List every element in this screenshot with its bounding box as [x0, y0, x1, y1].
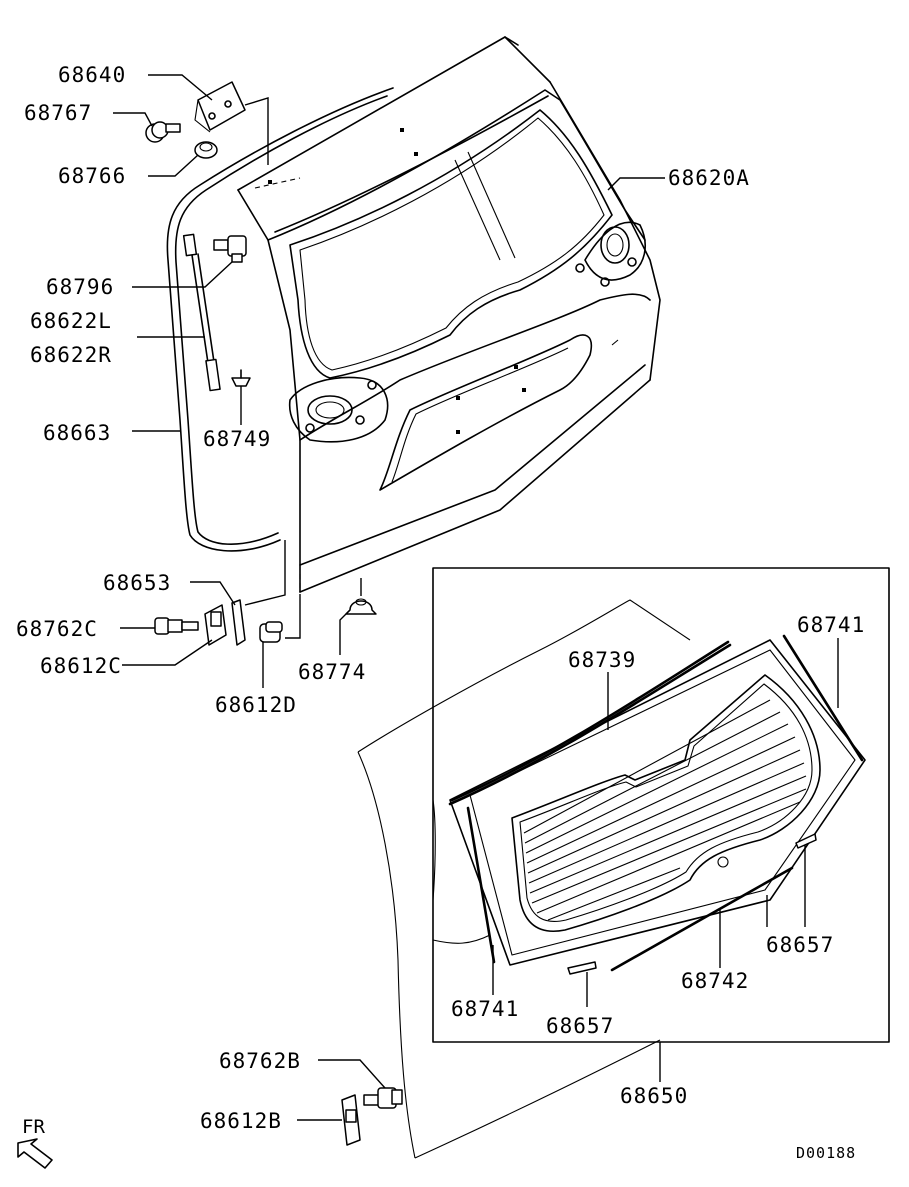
- gas-strut: [182, 233, 221, 392]
- label-68640: 68640: [58, 63, 126, 87]
- striker-68612C: [204, 599, 246, 646]
- clip-68749: [231, 369, 251, 387]
- glass-detail-box: [432, 567, 890, 1043]
- glass-detail: [357, 599, 866, 1159]
- label-68663: 68663: [43, 421, 111, 445]
- label-68766: 68766: [58, 164, 126, 188]
- label-68749: 68749: [203, 427, 271, 451]
- label-68774: 68774: [298, 660, 366, 684]
- label-68653: 68653: [103, 571, 171, 595]
- bumper-68774: [345, 598, 377, 615]
- label-68612D: 68612D: [215, 693, 297, 717]
- label-68620A: 68620A: [668, 166, 750, 190]
- fr-arrow-icon: [17, 1138, 53, 1169]
- label-68742: 68742: [681, 969, 749, 993]
- fr-direction-label: FR: [22, 1116, 45, 1138]
- label-68741-bottom: 68741: [451, 997, 519, 1021]
- diagram-code: D00188: [796, 1144, 856, 1162]
- label-68762C: 68762C: [16, 617, 98, 641]
- ball-stud-68796: [213, 235, 247, 263]
- leader-lines: [113, 74, 839, 1121]
- label-68657-bottom: 68657: [546, 1014, 614, 1038]
- bracket-68640: [194, 81, 246, 133]
- bolt-68767: [145, 121, 181, 143]
- label-68657-right: 68657: [766, 933, 834, 957]
- label-68762B: 68762B: [219, 1049, 301, 1073]
- label-68612C: 68612C: [40, 654, 122, 678]
- label-68739: 68739: [568, 648, 636, 672]
- label-68741-top: 68741: [797, 613, 865, 637]
- label-68612B: 68612B: [200, 1109, 282, 1133]
- bolt-68762C: [154, 617, 199, 635]
- label-68622R: 68622R: [30, 343, 112, 367]
- striker-68612B: [341, 1094, 361, 1146]
- tailgate-panel: [166, 36, 661, 593]
- bumper-68612D: [259, 621, 283, 643]
- bolt-68762B: [363, 1087, 403, 1109]
- nut-68766: [194, 141, 218, 159]
- label-68767: 68767: [24, 101, 92, 125]
- label-68796: 68796: [46, 275, 114, 299]
- label-68622L: 68622L: [30, 309, 112, 333]
- label-68650: 68650: [620, 1084, 688, 1108]
